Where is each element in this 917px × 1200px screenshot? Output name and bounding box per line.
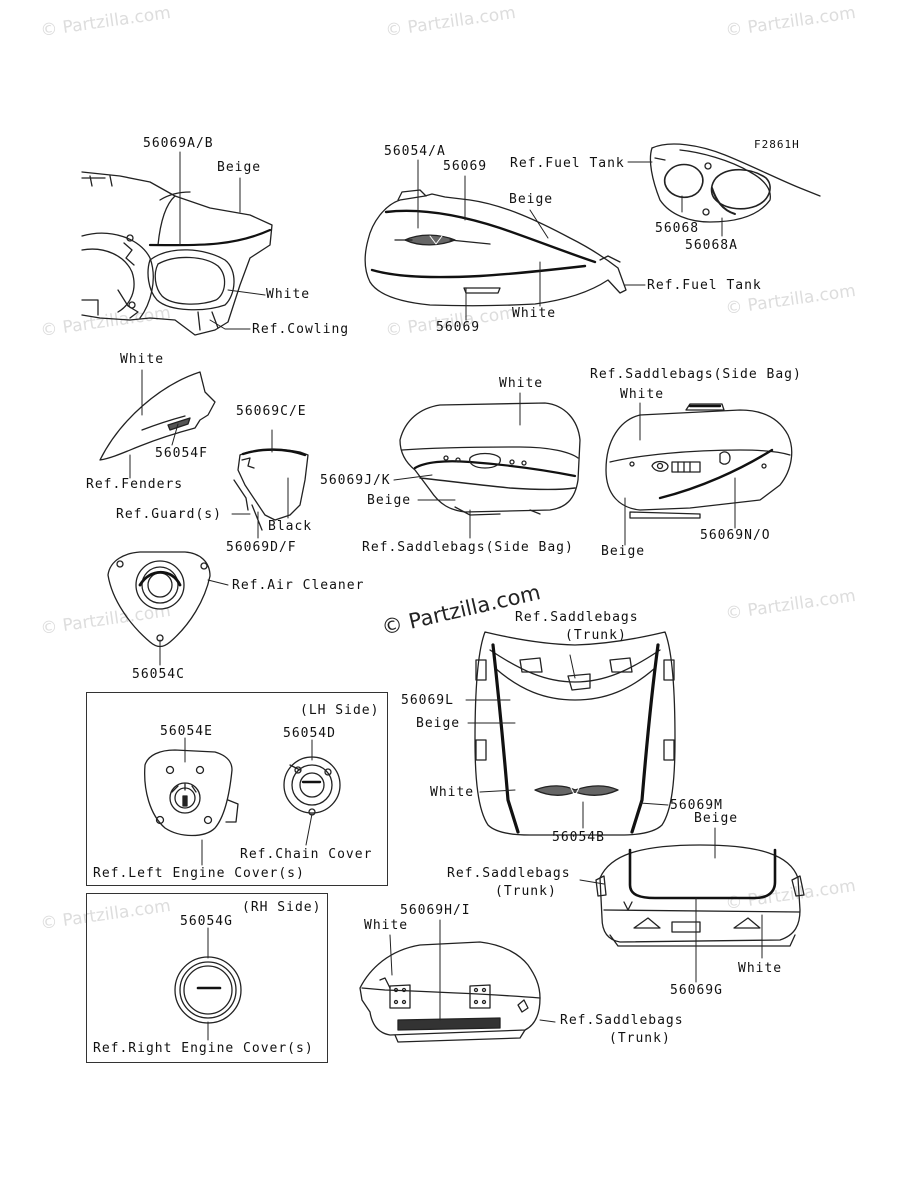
part-label: 56054G: [180, 914, 233, 929]
trunk-front-drawing: [474, 631, 676, 836]
part-label: 56069H/I: [400, 903, 471, 918]
part-label: 56068A: [685, 238, 738, 253]
rh-side-group-box: [86, 893, 328, 1063]
part-label: 56054/A: [384, 144, 446, 159]
part-label: 56069D/F: [226, 540, 297, 555]
color-label: Beige: [217, 160, 262, 175]
leader-lines: [129, 151, 763, 1041]
ref-label: Ref.Saddlebags(Side Bag): [362, 540, 574, 555]
ref-label: Ref.Chain Cover: [240, 847, 373, 862]
ref-label: Ref.Air Cleaner: [232, 578, 365, 593]
side-bag-left-drawing: [399, 402, 581, 516]
ref-label: Ref.Saddlebags(Side Bag): [590, 367, 802, 382]
color-label: White: [620, 387, 665, 402]
side-bag-right-drawing: [605, 403, 793, 519]
ref-label: Ref.Saddlebags: [447, 866, 571, 881]
lh-side-group-box: [86, 692, 388, 886]
ref-label: Ref.Guard(s): [116, 507, 222, 522]
part-label: 56069L: [401, 693, 454, 708]
color-label: White: [120, 352, 165, 367]
air-cleaner-drawing: [107, 551, 211, 648]
fuel-tank-inset-drawing: [649, 143, 821, 223]
ref-label: Ref.Fenders: [86, 477, 184, 492]
diagram-code: F2861H: [754, 138, 800, 151]
color-label: White: [364, 918, 409, 933]
color-label: White: [430, 785, 475, 800]
color-label: Beige: [367, 493, 412, 508]
ref-label: Ref.Cowling: [252, 322, 350, 337]
part-label: 56068: [655, 221, 700, 236]
color-label: White: [499, 376, 544, 391]
part-label: 56069M: [670, 798, 723, 813]
part-label: 56054B: [552, 830, 605, 845]
part-label: 56069: [436, 320, 481, 335]
part-label: 56069N/O: [700, 528, 771, 543]
trunk-side-drawing: [359, 941, 541, 1043]
color-label: Beige: [601, 544, 646, 559]
part-label: 56069J/K: [320, 473, 391, 488]
ref-label: Ref.Fuel Tank: [647, 278, 762, 293]
color-label: White: [512, 306, 557, 321]
cowling-drawing: [81, 171, 273, 336]
ref-label: (Trunk): [565, 628, 627, 643]
color-label: Black: [268, 519, 313, 534]
color-label: Beige: [509, 192, 554, 207]
fuel-tank-drawing: [364, 189, 627, 307]
part-label: 56054D: [283, 726, 336, 741]
part-label: 56069C/E: [236, 404, 307, 419]
ref-label: Ref.Saddlebags: [560, 1013, 684, 1028]
ref-label: Ref.Right Engine Cover(s): [93, 1041, 314, 1056]
color-label: White: [738, 961, 783, 976]
ref-label: Ref.Left Engine Cover(s): [93, 866, 305, 881]
part-label: 56069: [443, 159, 488, 174]
color-label: Beige: [416, 716, 461, 731]
part-label: 56054F: [155, 446, 208, 461]
part-label: 56054E: [160, 724, 213, 739]
ref-label: Ref.Fuel Tank: [510, 156, 625, 171]
fender-drawing: [99, 371, 216, 461]
side-label: (LH Side): [300, 703, 380, 718]
trunk-rear-drawing: [595, 844, 805, 947]
ref-label: (Trunk): [495, 884, 557, 899]
ref-label: Ref.Saddlebags: [515, 610, 639, 625]
color-label: Beige: [694, 811, 739, 826]
guard-drawing: [233, 448, 309, 531]
part-label: 56054C: [132, 667, 185, 682]
part-label: 56069A/B: [143, 136, 214, 151]
part-label: 56069G: [670, 983, 723, 998]
color-label: White: [266, 287, 311, 302]
ref-label: (Trunk): [609, 1031, 671, 1046]
side-label: (RH Side): [242, 900, 322, 915]
